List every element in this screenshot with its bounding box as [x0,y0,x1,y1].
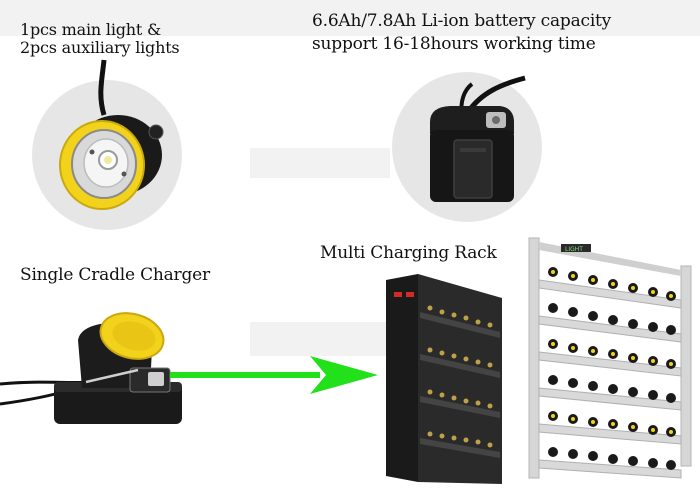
rack-cabinet-photo [386,274,502,484]
background-band-middle [250,148,390,178]
cradle-charger-photo [0,312,182,424]
background-band-lower [250,322,390,356]
battery-caption-line1: 6.6Ah/7.8Ah Li-ion battery capacity [312,11,612,31]
multi-rack-caption: Multi Charging Rack [320,243,497,263]
battery-caption-line2: support 16-18hours working time [312,34,596,54]
background-band-top [0,0,700,36]
single-charger-caption: Single Cradle Charger [20,265,210,285]
main-light-caption-line2: 2pcs auxiliary lights [20,38,180,57]
main-light-caption-line1: 1pcs main light & [20,20,162,39]
lamp-head-photo [59,59,164,210]
rack-logo-text: LIGHT [565,246,583,253]
arrow-right-icon [170,356,378,394]
battery-pack-photo [430,75,526,202]
rack-frame-photo: LIGHT [528,237,692,479]
